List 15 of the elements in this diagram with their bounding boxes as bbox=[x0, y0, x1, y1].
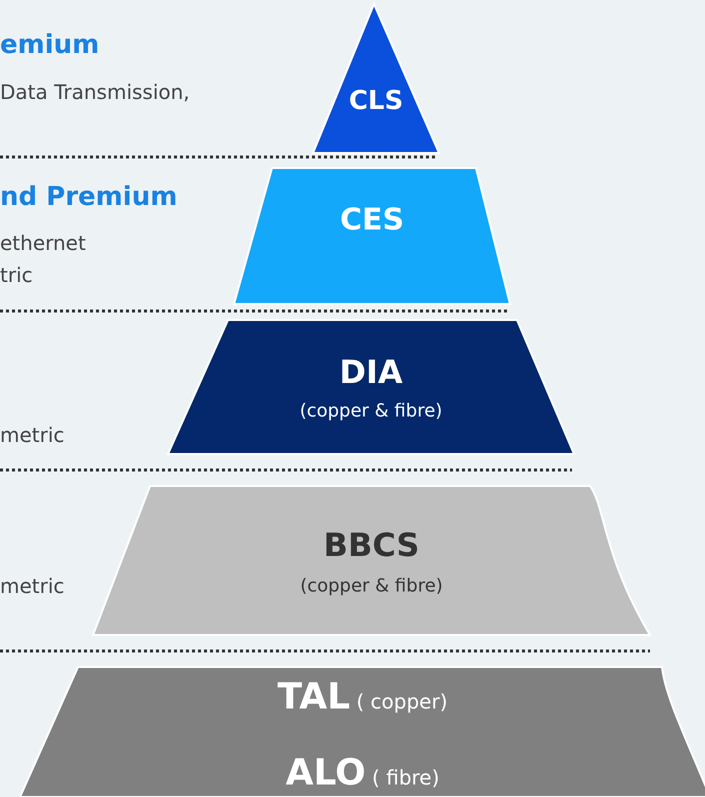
tier-label: DIA bbox=[338, 353, 404, 391]
tier-subtitle: (copper & fibre) bbox=[298, 400, 444, 422]
tier-subtitle: (copper & fibre) bbox=[299, 576, 444, 596]
tier-label: TAL ( copper) bbox=[276, 676, 449, 718]
heading-text: nd Premium bbox=[0, 182, 178, 212]
tier-label: BBCS bbox=[322, 526, 420, 564]
description-text: metric bbox=[0, 423, 64, 447]
description-text: metric bbox=[0, 574, 64, 598]
description-text: tric bbox=[0, 263, 33, 287]
tier-label: CLS bbox=[348, 86, 404, 116]
tier-label: ALO ( fibre) bbox=[284, 752, 440, 794]
description-text: Data Transmission, bbox=[0, 80, 190, 104]
description-text: ethernet bbox=[0, 231, 86, 255]
tier-label: CES bbox=[338, 202, 406, 238]
heading-text: emium bbox=[0, 30, 100, 60]
